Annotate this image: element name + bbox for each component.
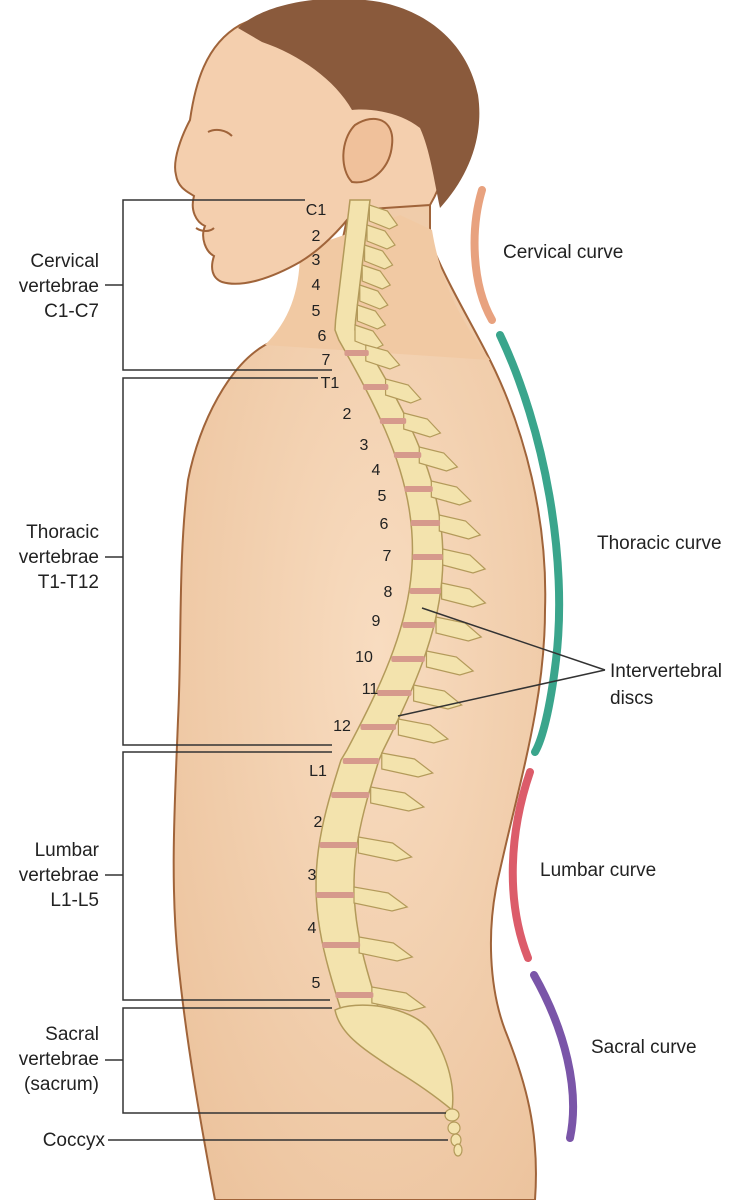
- intervertebral-disc: [320, 842, 358, 848]
- thoracic-group-label-line2: vertebrae: [19, 547, 99, 568]
- intervertebral-disc: [410, 588, 441, 594]
- thoracic-vertebra-number: T1: [321, 375, 340, 392]
- discs-label-line1: Intervertebral: [610, 661, 722, 682]
- cervical-group-label-line1: Cervical: [30, 251, 99, 272]
- intervertebral-disc: [411, 520, 440, 526]
- coccyx-segment: [445, 1109, 459, 1121]
- coccyx-segment: [454, 1144, 462, 1156]
- thoracic-vertebra-number: 4: [372, 462, 381, 479]
- lumbar-group-label-line2: vertebrae: [19, 865, 99, 886]
- intervertebral-disc: [363, 384, 388, 390]
- lumbar-vertebra-number: 3: [308, 867, 317, 884]
- thoracic-group-label-line1: Thoracic: [26, 522, 99, 543]
- thoracic-vertebra-number: 8: [384, 584, 393, 601]
- intervertebral-disc: [377, 690, 412, 696]
- lumbar-curve-label: Lumbar curve: [540, 860, 656, 881]
- lumbar-vertebra-number: 5: [312, 975, 321, 992]
- coccyx-segment: [448, 1122, 460, 1134]
- cervical-vertebra-number: 6: [318, 328, 327, 345]
- thoracic-vertebra-number: 11: [362, 681, 379, 698]
- intervertebral-disc: [402, 622, 434, 628]
- lumbar-group-label-line3: L1-L5: [50, 890, 99, 911]
- intervertebral-disc: [391, 656, 424, 662]
- intervertebral-disc: [316, 892, 354, 898]
- intervertebral-disc: [343, 758, 380, 764]
- thoracic-vertebra-number: 7: [383, 548, 392, 565]
- intervertebral-disc: [360, 724, 396, 730]
- intervertebral-disc: [344, 350, 368, 356]
- thoracic-vertebra-number: 10: [355, 649, 373, 666]
- cervical-vertebra-number: 3: [312, 252, 321, 269]
- cervical-vertebra-number: 4: [312, 277, 321, 294]
- thoracic-vertebra-number: 12: [333, 718, 351, 735]
- thoracic-group-label-line3: T1-T12: [38, 572, 99, 593]
- cervical-vertebra-number: 5: [312, 303, 321, 320]
- cervical-vertebra-number: 7: [322, 352, 331, 369]
- sacral-curve-arc: [534, 975, 573, 1138]
- thoracic-vertebra-number: 3: [360, 437, 369, 454]
- cervical-vertebra-number: C1: [306, 202, 327, 219]
- discs-label-line2: discs: [610, 688, 653, 709]
- sacral-group-label-line3: (sacrum): [24, 1074, 99, 1095]
- sacral-group-label-line1: Sacral: [45, 1024, 99, 1045]
- lumbar-vertebra-number: 4: [308, 920, 317, 937]
- cervical-curve-arc: [475, 190, 492, 320]
- intervertebral-disc: [322, 942, 360, 948]
- sacral-curve-label: Sacral curve: [591, 1037, 697, 1058]
- intervertebral-disc: [331, 792, 369, 798]
- intervertebral-disc: [412, 554, 442, 560]
- thoracic-vertebra-number: 5: [378, 488, 387, 505]
- thoracic-vertebra-number: 6: [380, 516, 389, 533]
- intervertebral-disc: [335, 992, 373, 998]
- coccyx-label: Coccyx: [43, 1130, 106, 1151]
- intervertebral-disc: [394, 452, 421, 458]
- thoracic-vertebra-number: 9: [372, 613, 381, 630]
- thoracic-vertebra-number: 2: [343, 406, 352, 423]
- sacral-group-label-line2: vertebrae: [19, 1049, 99, 1070]
- cervical-vertebra-number: 2: [312, 228, 321, 245]
- cervical-curve-label: Cervical curve: [503, 242, 623, 263]
- intervertebral-disc: [404, 486, 432, 492]
- lumbar-vertebra-number: 2: [314, 814, 323, 831]
- intervertebral-disc: [380, 418, 406, 424]
- lumbar-group-label-line1: Lumbar: [35, 840, 100, 861]
- thoracic-curve-label: Thoracic curve: [597, 533, 722, 554]
- cervical-group-label-line2: vertebrae: [19, 276, 99, 297]
- group-labels: CervicalvertebraeC1-C7ThoracicvertebraeT…: [19, 251, 106, 1151]
- lumbar-vertebra-number: L1: [309, 763, 327, 780]
- cervical-group-label-line3: C1-C7: [44, 301, 99, 322]
